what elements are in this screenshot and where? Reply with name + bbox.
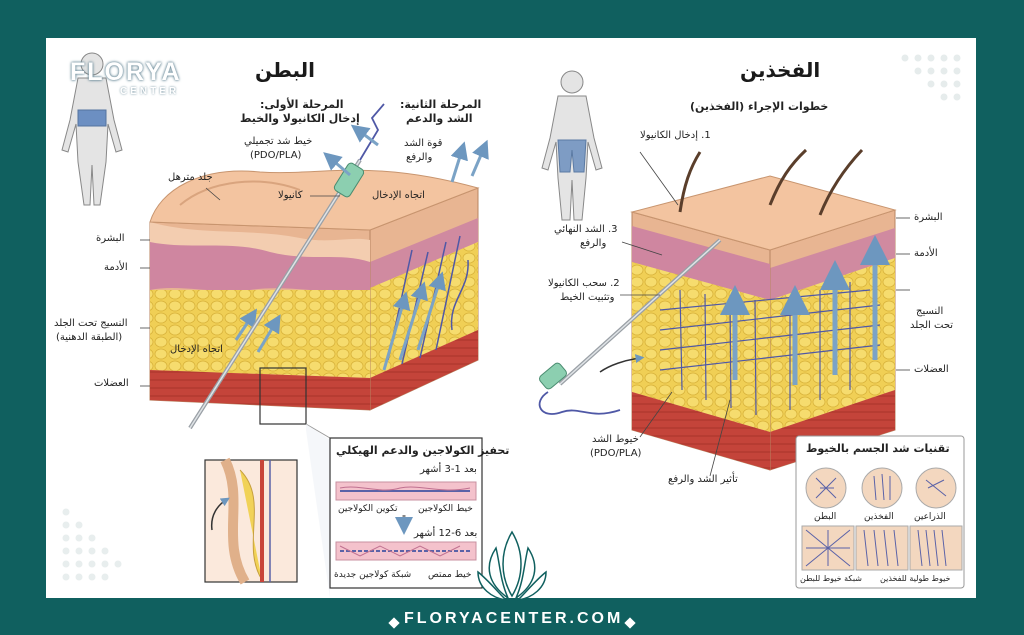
footer-url[interactable]: FLORYACENTER.COM (404, 610, 624, 627)
decor-dots-left (62, 508, 122, 581)
layer-dermis-right: الأدمة (914, 248, 938, 259)
collagen-title: تحفيز الكولاجين والدعم الهيكلي (336, 444, 510, 457)
layer-subcut-right: النسيج (916, 306, 944, 317)
techniques-box (795, 435, 965, 589)
layer-subcut-right2: تحت الجلد (910, 320, 954, 331)
thighs-title: الفخذين (740, 58, 821, 82)
technique-thighs: الفخذين (864, 512, 894, 522)
brand-logo-text: FLORYA (70, 58, 182, 86)
collagen-thread-label: خيط الكولاجين (418, 504, 473, 514)
step3-label: 3. الشد النهائي (554, 224, 618, 235)
insertion-direction-top: اتجاه الإدخال (372, 190, 425, 201)
pattern-longitudinal: خيوط طولية للفخذين (880, 574, 951, 583)
stage1-sub: إدخال الكانيولا والخيط (240, 112, 360, 125)
layer-muscle-right: العضلات (914, 364, 949, 375)
step3-label2: والرفع (580, 238, 607, 249)
thread-type: (PDO/PLA) (250, 150, 302, 161)
layer-subcut-sub-left: (الطبقة الدهنية) (56, 332, 123, 343)
collagen-after2: بعد 6-12 أشهر (414, 528, 478, 539)
pattern-mesh: شبكة خيوط للبطن (800, 574, 862, 583)
collagen-formation-label: تكوين الكولاجين (338, 504, 398, 514)
stage1-title: المرحلة الأولى: (260, 98, 344, 111)
body-figure-right (541, 70, 603, 221)
layer-muscle-left: العضلات (94, 378, 129, 389)
layer-dermis-left: الأدمة (104, 262, 128, 273)
lift-force-label2: والرفع (406, 152, 433, 163)
technique-abdomen: البطن (814, 512, 837, 522)
step2-label: 2. سحب الكانيولا (548, 278, 620, 289)
new-collagen-network: شبكة كولاجين جديدة (334, 570, 412, 580)
collagen-inset (204, 423, 483, 598)
cannula-label: كانيولا (278, 190, 303, 201)
body-figure-left (61, 52, 123, 206)
technique-arms: الذراعين (914, 512, 946, 522)
step1-label: 1. إدخال الكانيولا (640, 130, 711, 141)
lift-force-label: قوة الشد (404, 138, 443, 149)
decor-dots-right (901, 54, 961, 101)
lift-effect-label: تأثير الشد والرفع (668, 474, 738, 485)
thread-label: خيط شد تجميلي (244, 136, 313, 147)
layer-epidermis-left: البشرة (96, 233, 125, 244)
step2-label2: وتثبيت الخيط (560, 292, 615, 303)
lotus-logo (477, 530, 547, 602)
brand-logo-sub: CENTER (120, 86, 180, 97)
threads-type-label: (PDO/PLA) (590, 448, 642, 459)
layer-subcut-left: النسيج تحت الجلد (54, 318, 128, 329)
threads-label: خيوط الشد (592, 434, 639, 445)
thigh-skin-block (538, 148, 910, 477)
abdomen-skin-block (140, 103, 489, 430)
stage2-title: المرحلة الثانية: (400, 98, 482, 111)
techniques-title: تقنيات شد الجسم بالخيوط (806, 442, 950, 455)
collagen-after1: بعد 1-3 أشهر (420, 464, 477, 475)
abdomen-title: البطن (255, 58, 316, 82)
procedure-steps-title: خطوات الإجراء (الفخذين) (690, 100, 829, 113)
stage2-sub: الشد والدعم (406, 112, 473, 125)
loose-skin-label: جلد مترهل (168, 172, 213, 183)
insertion-direction-bottom: اتجاه الإدخال (170, 344, 223, 355)
layer-epidermis-right: البشرة (914, 212, 943, 223)
footer-decor (388, 617, 636, 629)
absorbed-thread-label: خيط ممتص (428, 570, 472, 580)
